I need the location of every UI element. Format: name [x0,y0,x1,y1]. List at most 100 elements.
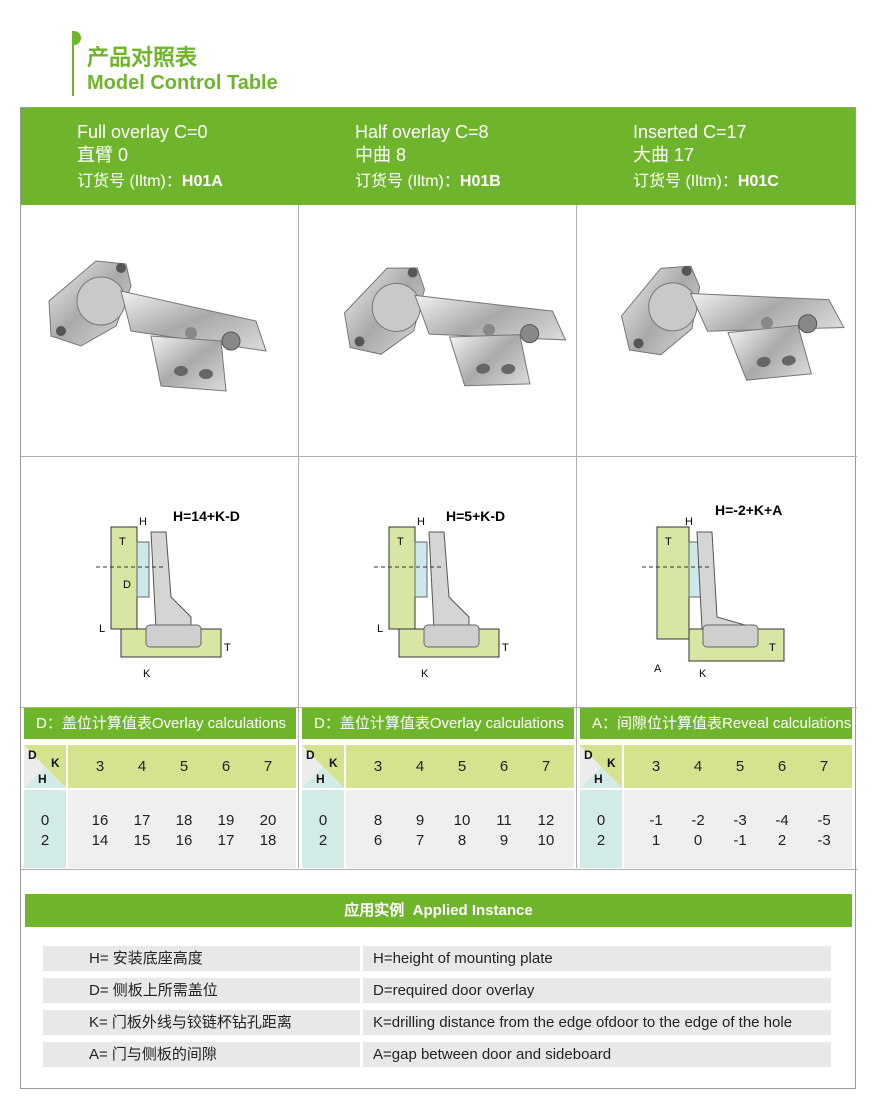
label-t: T [397,536,404,548]
corner-h: H [316,772,325,786]
applied-title-en: Applied Instance [412,902,533,919]
h-column [302,790,344,868]
label-d: D [123,579,131,591]
label-t: T [224,642,231,654]
column-divider [298,108,299,868]
row-divider [21,869,857,870]
label-t: T [502,642,509,654]
label-t: T [119,536,126,548]
h-value: 2 [596,832,606,849]
d-value: 9 [415,812,425,829]
d-value: 6 [373,832,383,849]
d-value: 12 [537,812,555,829]
d-value: 8 [373,812,383,829]
label-l: L [99,623,105,635]
legend-cn: H= 安装底座高度 [43,946,360,971]
table-header: D K H [24,745,296,788]
h-value: 0 [318,812,328,829]
corner-h: H [38,772,47,786]
k-value: 5 [457,758,467,775]
title-accent-icon [72,31,81,45]
d-value: 0 [693,832,703,849]
table-title: D：盖位计算值表Overlay calculations [24,708,296,739]
table-body [346,790,574,868]
d-value: -5 [817,812,831,829]
column-divider [576,108,577,868]
k-value: 4 [415,758,425,775]
d-value: 18 [259,832,277,849]
label-h: H [139,516,147,528]
title-accent-line [72,32,74,96]
table-body [68,790,296,868]
label-k: K [421,668,429,680]
h-column [24,790,66,868]
legend-cn: D= 侧板上所需盖位 [43,978,360,1003]
k-header-bar [346,745,574,788]
d-value: 7 [415,832,425,849]
formula: H=14+K-D [173,508,240,524]
installation-diagram: H=5+K-D H T T K L [374,508,509,680]
d-value: 10 [537,832,555,849]
corner-k: K [607,756,616,770]
d-value: -2 [691,812,705,829]
d-value: 20 [259,812,277,829]
corner-d: D [306,748,315,762]
overlay-type-cn: 直臂 0 [77,145,129,165]
k-value: 5 [735,758,745,775]
d-value: 1 [651,832,661,849]
applied-title-cn: 应用实例 [344,902,405,919]
row-divider [21,456,857,457]
k-value: 7 [263,758,273,775]
table-header: D K H [580,745,852,788]
table-header: D K H [302,745,574,788]
hinge-photo [48,260,267,392]
d-value: 10 [453,812,471,829]
legend-en: A=gap between door and sideboard [363,1042,831,1067]
k-header-bar [68,745,296,788]
legend-en: K=drilling distance from the edge ofdoor… [363,1010,831,1035]
formula: H=5+K-D [446,508,505,524]
k-value: 4 [137,758,147,775]
order-code: H01C [737,173,779,190]
d-value: -1 [649,812,663,829]
d-value: 11 [496,812,512,829]
h-value: 0 [596,812,606,829]
applied-instance-header: 应用实例 Applied Instance [25,894,852,927]
k-header-bar [624,745,852,788]
label-h: H [417,516,425,528]
overlay-type: Inserted C=17 [633,122,747,142]
corner-cell: D K H [302,745,344,788]
overlay-type-cn: 中曲 8 [355,145,407,165]
page-title-en: Model Control Table [87,72,278,94]
d-value: -3 [733,812,747,829]
h-value: 2 [40,832,50,849]
k-value: 4 [693,758,703,775]
d-value: -3 [817,832,831,849]
d-value: 15 [133,832,151,849]
label-l: L [377,623,383,635]
k-value: 5 [179,758,189,775]
label-h: H [685,516,693,528]
model-control-table: Full overlay C=0 直臂 0 订货号 (Iltm)：H01A H=… [20,107,857,1089]
label-t: T [665,536,672,548]
corner-d: D [28,748,37,762]
label-t: T [769,642,776,654]
d-value: 16 [175,832,193,849]
k-value: 6 [221,758,231,775]
d-value: 8 [457,832,467,849]
corner-cell: D K H [580,745,622,788]
order-label: 订货号 (Iltm)： [633,173,738,190]
k-value: 3 [651,758,661,775]
label-k: K [699,668,707,680]
legend-cn: A= 门与侧板的间隙 [43,1042,360,1067]
column-header: Inserted C=17 大曲 17 订货号 (Iltm)：H01C [577,108,855,205]
legend-en: H=height of mounting plate [363,946,831,971]
table-title: D：盖位计算值表Overlay calculations [302,708,574,739]
